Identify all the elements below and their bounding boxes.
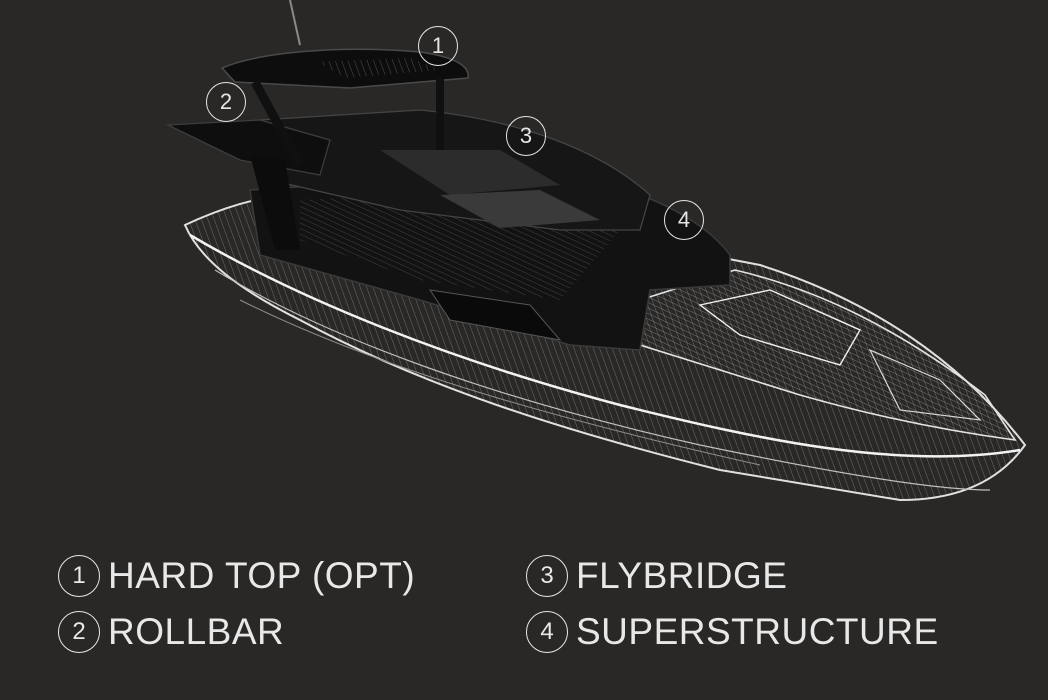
callout-hard-top: 1	[418, 26, 458, 66]
legend-label: HARD TOP (OPT)	[108, 555, 416, 596]
foredeck-wireframe	[639, 269, 1017, 442]
callout-superstructure: 4	[664, 200, 704, 240]
rollbar	[165, 119, 331, 250]
legend-item-superstructure: 4 SUPERSTRUCTURE	[526, 611, 939, 653]
callout-rollbar: 2	[206, 82, 246, 122]
legend-label: SUPERSTRUCTURE	[576, 611, 939, 652]
legend-item-rollbar: 2 ROLLBAR	[58, 611, 284, 653]
legend-number: 1	[58, 555, 100, 597]
hard-top	[220, 0, 469, 168]
flybridge	[259, 109, 651, 231]
legend-item-flybridge: 3 FLYBRIDGE	[526, 555, 787, 597]
legend-item-hard-top: 1 HARD TOP (OPT)	[58, 555, 415, 597]
legend-number: 2	[58, 611, 100, 653]
callout-flybridge: 3	[506, 116, 546, 156]
legend-number: 4	[526, 611, 568, 653]
yacht-wireframe-illustration	[165, 0, 1027, 502]
legend-label: FLYBRIDGE	[576, 555, 788, 596]
legend-label: ROLLBAR	[108, 611, 285, 652]
legend-number: 3	[526, 555, 568, 597]
